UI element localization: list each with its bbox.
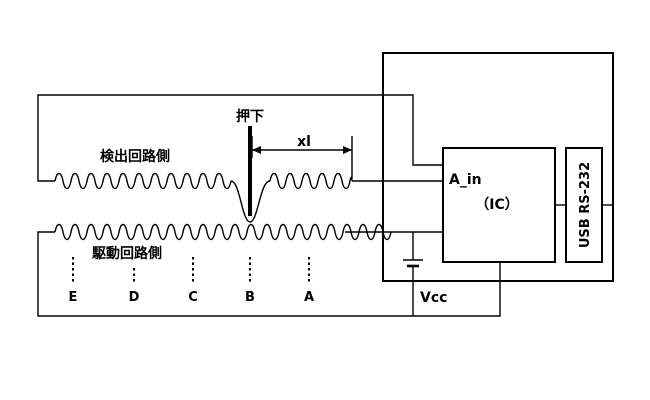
detect-side-label: 検出回路側 <box>100 148 170 165</box>
press-deflection <box>230 180 271 223</box>
press-label: 押下 <box>236 108 264 125</box>
position-label-b: B <box>245 290 255 305</box>
usb-label: USB RS-232 <box>578 162 593 248</box>
xl-label: xl <box>297 134 311 150</box>
detect-coil-right <box>269 172 353 190</box>
xl-arrow-right <box>343 146 352 154</box>
xl-arrow-left <box>252 146 261 154</box>
ic-label: （IC） <box>475 197 518 213</box>
drive-side-label: 駆動回路側 <box>92 245 162 262</box>
drive-loop-wire <box>37 231 501 317</box>
position-label-d: D <box>129 290 140 305</box>
position-label-e: E <box>69 290 78 305</box>
drive-coil <box>54 223 392 241</box>
a-in-label: A_in <box>449 172 482 188</box>
detect-loop-wire <box>37 94 443 182</box>
position-label-a: A <box>304 290 314 305</box>
vcc-label: Vcc <box>420 290 447 306</box>
device-enclosure <box>382 52 614 282</box>
detect-coil-left <box>54 172 232 190</box>
position-label-c: C <box>188 290 198 305</box>
